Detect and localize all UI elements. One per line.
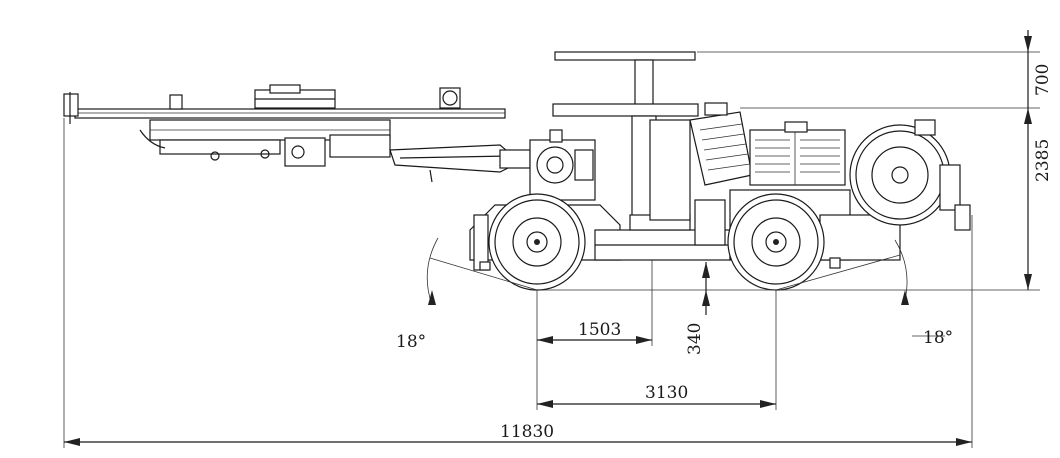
overall-length-label: 11830: [500, 422, 554, 442]
rear-wheel: [727, 193, 825, 291]
angle-lines: [426, 237, 1040, 306]
drill-boom: [63, 84, 531, 183]
wheelbase-label: 3130: [645, 383, 688, 403]
dimension-lines: [63, 30, 1040, 448]
front-wheel: [488, 193, 586, 291]
electric-motor: [689, 102, 753, 246]
ground-clearance-label: 340: [685, 323, 705, 355]
electrical-cabinet: [749, 121, 846, 186]
front-axle-dimension-label: 1503: [578, 320, 621, 340]
approach-angle-label: 18°: [396, 332, 426, 352]
boom-turret: [529, 129, 596, 201]
canopy-height-label: 700: [1033, 64, 1053, 96]
cable-reel: [849, 119, 971, 231]
departure-angle-label: 18°: [923, 328, 953, 348]
machine-height-label: 2385: [1033, 139, 1053, 182]
